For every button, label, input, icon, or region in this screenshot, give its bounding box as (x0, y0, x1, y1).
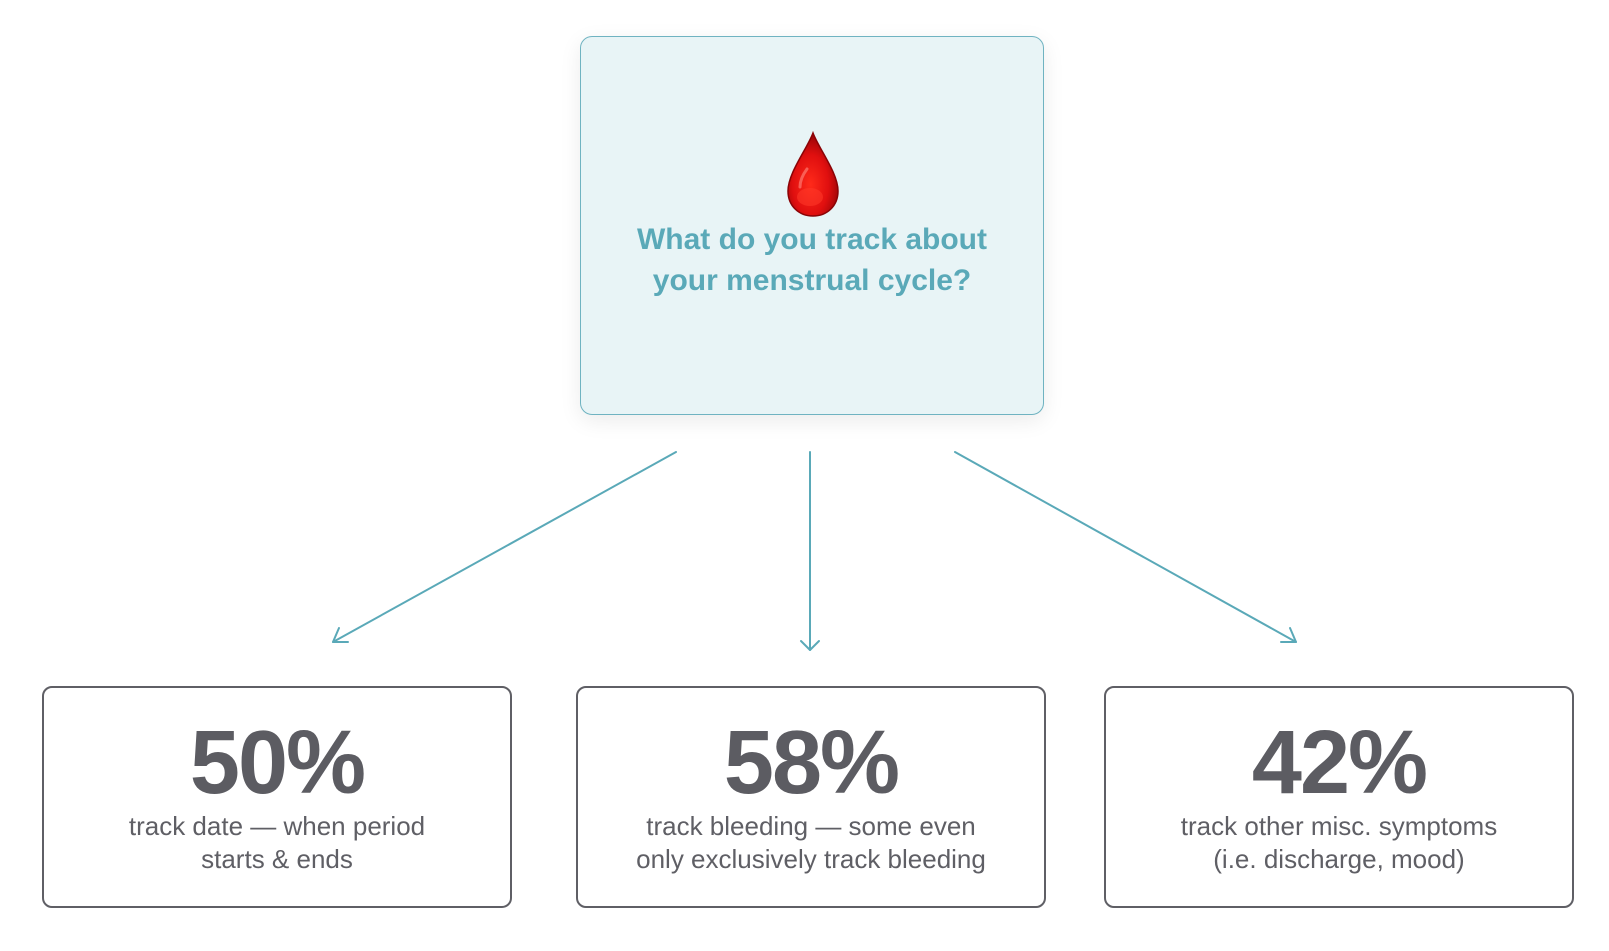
stat-description: track other misc. symptoms (i.e. dischar… (1106, 810, 1572, 876)
stat-description-line-2: starts & ends (201, 844, 353, 874)
arrow-center (800, 451, 820, 651)
stat-description: track date — when period starts & ends (44, 810, 510, 876)
question-line-2: your menstrual cycle? (652, 264, 972, 297)
stat-value: 42% (1251, 713, 1428, 813)
stat-description-line-1: track bleeding — some even (646, 811, 976, 841)
stat-description-line-1: track date — when period (128, 811, 426, 841)
stat-value: 58% (723, 713, 900, 813)
question-line-1: What do you track about (636, 223, 987, 256)
stat-description-line-1: track other misc. symptoms (1180, 811, 1498, 841)
stat-description: track bleeding — some even only exclusiv… (578, 810, 1044, 876)
stat-description-line-2: only exclusively track bleeding (636, 844, 986, 874)
stat-card-date: 50% track date — when period starts & en… (42, 686, 512, 908)
blood-drop-icon (787, 131, 839, 217)
arrow-right (954, 451, 1297, 643)
stat-description-line-2: (i.e. discharge, mood) (1213, 844, 1465, 874)
arrow-left (332, 451, 677, 643)
stat-card-bleeding: 58% track bleeding — some even only excl… (576, 686, 1046, 908)
stat-value: 50% (189, 713, 366, 813)
question-title: What do you track about your menstrual c… (581, 219, 1043, 301)
stat-card-symptoms: 42% track other misc. symptoms (i.e. dis… (1104, 686, 1574, 908)
question-box: What do you track about your menstrual c… (580, 36, 1044, 415)
